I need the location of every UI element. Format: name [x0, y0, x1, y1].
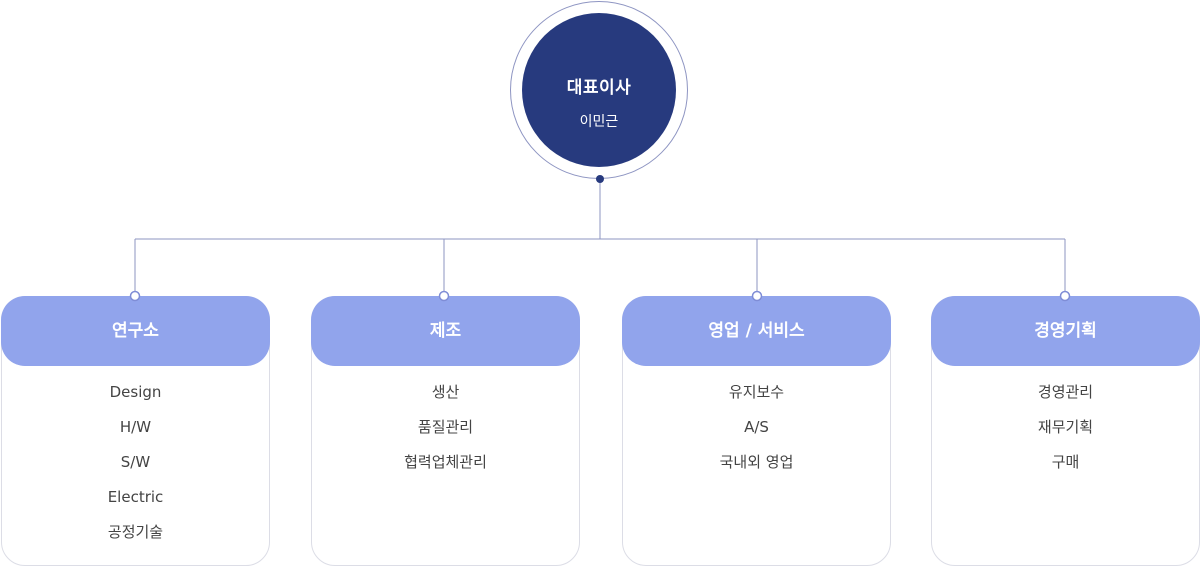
- department-research: 연구소 Design H/W S/W Electric 공정기술: [1, 296, 270, 566]
- department-sales-service: 영업 / 서비스 유지보수 A/S 국내외 영업: [622, 296, 891, 566]
- department-item: 구매: [1051, 453, 1080, 471]
- department-item: A/S: [744, 418, 769, 436]
- department-item: 경영관리: [1037, 383, 1094, 401]
- department-item: 협력업체관리: [404, 453, 487, 471]
- department-item: Design: [109, 383, 162, 401]
- department-item: 품질관리: [417, 418, 474, 436]
- department-title: 영업 / 서비스: [622, 296, 891, 366]
- department-title: 경영기획: [931, 296, 1200, 366]
- department-title: 연구소: [1, 296, 270, 366]
- department-item: 생산: [431, 383, 460, 401]
- department-item: S/W: [120, 453, 151, 471]
- department-item-list: 유지보수 A/S 국내외 영업: [623, 380, 890, 485]
- department-item: 재무기획: [1037, 418, 1094, 436]
- ceo-name: 이민근: [579, 114, 619, 130]
- department-item: 국내외 영업: [719, 453, 794, 471]
- department-item: 공정기술: [107, 523, 164, 541]
- ceo-node-ring: 대표이사 이민근: [510, 1, 688, 179]
- department-title: 제조: [311, 296, 580, 366]
- ceo-node: 대표이사 이민근: [522, 13, 676, 167]
- department-item-list: 경영관리 재무기획 구매: [932, 380, 1199, 485]
- department-item-list: 생산 품질관리 협력업체관리: [312, 380, 579, 485]
- department-manufacturing: 제조 생산 품질관리 협력업체관리: [311, 296, 580, 566]
- department-item-list: Design H/W S/W Electric 공정기술: [2, 380, 269, 555]
- department-item: Electric: [107, 488, 164, 506]
- department-item: 유지보수: [728, 383, 785, 401]
- department-item: H/W: [119, 418, 152, 436]
- department-management-planning: 경영기획 경영관리 재무기획 구매: [931, 296, 1200, 566]
- ceo-title: 대표이사: [566, 78, 632, 98]
